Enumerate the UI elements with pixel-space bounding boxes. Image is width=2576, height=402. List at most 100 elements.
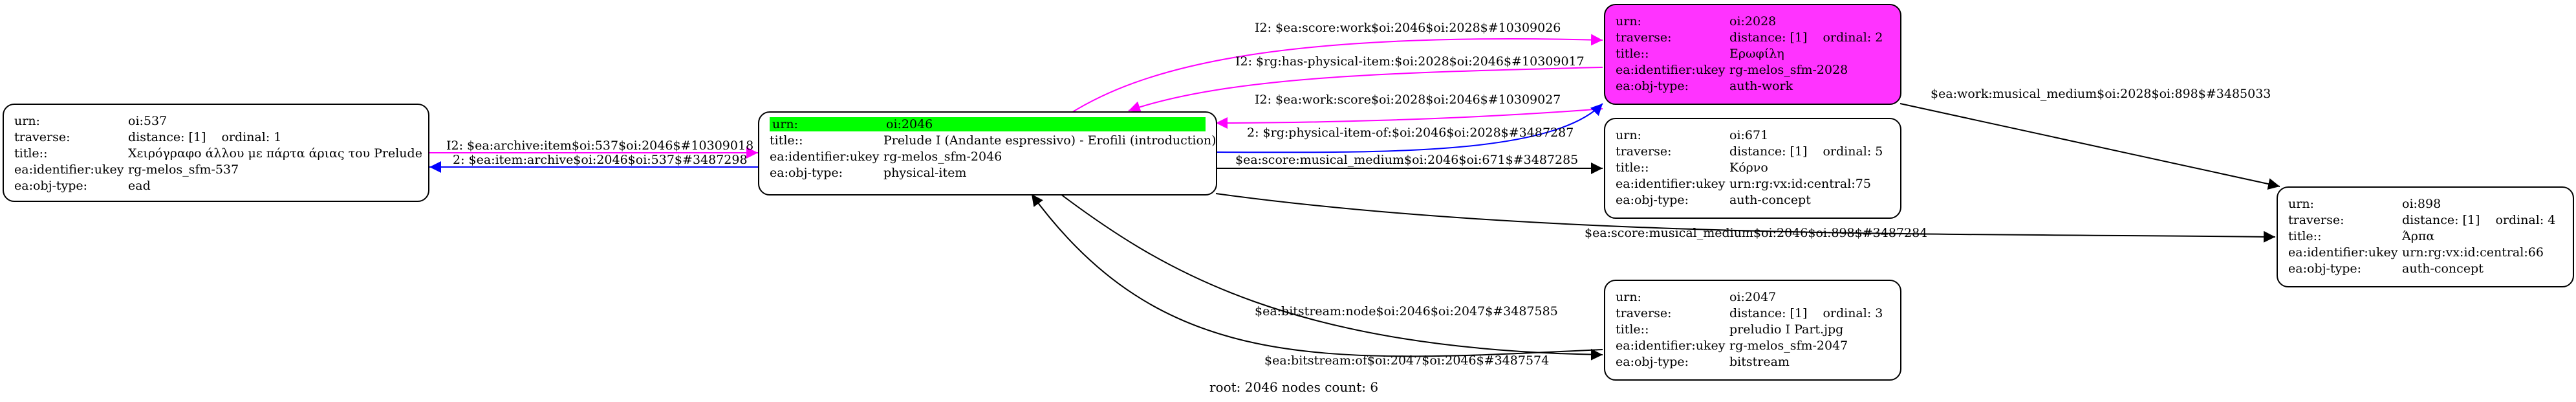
node-row-urn: urn:oi:898 (2288, 195, 2562, 212)
field-value: urn:rg:vx:id:central:75 (1729, 176, 1871, 191)
field-key: title:: (770, 133, 803, 148)
node-row-traverse: traverse: distance: [1] ordinal: 2 (1616, 29, 1890, 45)
field-value: Χειρόγραφο άλλου με πάρτα άριας του Prel… (128, 146, 422, 161)
node-row-type: ea:obj-type: auth-concept (1616, 192, 1890, 208)
field-key: urn: (2288, 196, 2314, 211)
field-key: ea:identifier:ukey (14, 162, 124, 177)
field-value: auth-concept (1729, 192, 1811, 207)
field-ordinal: ordinal: 2 (1823, 30, 1883, 45)
field-key: ea:identifier:ukey (1616, 62, 1726, 77)
node-row-title: title::Άρπα (2288, 228, 2562, 244)
node-2047[interactable]: urn: oi:2047 traverse: distance: [1] ordina… (1604, 280, 1901, 381)
node-2046-root[interactable]: urn:oi:2046 title::Prelude I (Andante es… (758, 111, 1217, 195)
field-key: ea:obj-type: (1616, 78, 1689, 93)
field-key: ea:identifier:ukey (2288, 245, 2398, 260)
node-row-title: title::preludio I Part.jpg (1616, 321, 1890, 337)
node-671[interactable]: urn: oi:671 traverse:distance: [1]ordinal… (1604, 118, 1901, 219)
node-row-urn: urn:oi:537 (14, 113, 418, 129)
field-value: oi:671 (1729, 128, 1769, 142)
field-key: traverse: (2288, 212, 2344, 227)
node-898[interactable]: urn:oi:898 traverse:distance: [1]ordinal… (2277, 186, 2574, 287)
edge-label-physical-item-of: 2: $rg:physical-item-of:$oi:2046$oi:2028… (1247, 126, 1574, 140)
field-value: rg-melos_sfm-2028 (1729, 62, 1848, 77)
field-ordinal: ordinal: 5 (1823, 144, 1883, 159)
field-value: rg-melos_sfm-2047 (1729, 338, 1848, 353)
edge-label-score-work: I2: $ea:score:work$oi:2046$oi:2028$#1030… (1255, 21, 1561, 35)
field-key: urn: (770, 117, 883, 131)
field-value: preludio I Part.jpg (1729, 322, 1844, 337)
node-row-urn: urn: oi:671 (1616, 127, 1890, 143)
field-value: distance: [1] (1729, 306, 1808, 320)
node-row-traverse: traverse: distance: [1] ordinal: 3 (1616, 305, 1890, 321)
field-key: traverse: (1616, 306, 1672, 320)
edge-physical-item-of (1215, 103, 1603, 153)
field-key: title:: (2288, 229, 2322, 243)
field-value: rg-melos_sfm-537 (128, 162, 239, 177)
node-2028[interactable]: urn: oi:2028 traverse: distance: [1] ordina… (1604, 4, 1901, 105)
edge-label-work-musical-medium: $ea:work:musical_medium$oi:2028$oi:898$#… (1931, 87, 2271, 101)
edge-label-work-score: I2: $ea:work:score$oi:2028$oi:2046$#1030… (1255, 93, 1561, 107)
field-key: urn: (14, 113, 40, 128)
field-key: urn: (1616, 128, 1641, 142)
field-value: distance: [1] (1729, 30, 1808, 45)
edge-label-bitstream-of: $ea:bitstream:of$oi:2047$oi:2046$#348757… (1264, 353, 1550, 368)
edge-label-archive-item: I2: $ea:archive:item$oi:537$oi:2046$#103… (446, 139, 754, 153)
edge-musical-medium-898 (1215, 193, 2276, 243)
field-value: oi:2046 (883, 117, 1206, 131)
field-value: rg-melos_sfm-2046 (883, 149, 1002, 164)
node-row-type: ea:obj-type: auth-work (1616, 78, 1890, 94)
edge-label-musical-medium-898: $ea:score:musical_medium$oi:2046$oi:898$… (1585, 226, 1928, 240)
field-key: ea:obj-type: (14, 178, 88, 193)
edge-label-has-physical-item: I2: $rg:has-physical-item:$oi:2028$oi:20… (1235, 54, 1585, 69)
field-key: title:: (1616, 322, 1649, 337)
node-row-type: ea:obj-type: ead (14, 177, 418, 194)
field-key: title:: (1616, 46, 1649, 61)
field-key: ea:identifier:ukey (1616, 338, 1726, 353)
node-row-ukey: ea:identifier:ukey rg-melos_sfm-537 (14, 161, 418, 177)
field-key: ea:obj-type: (1616, 192, 1689, 207)
field-value: oi:2047 (1729, 289, 1777, 304)
field-key: traverse: (1616, 144, 1672, 159)
edge-work-score (1215, 108, 1603, 129)
graph-footer: root: 2046 nodes count: 6 (1209, 379, 1379, 395)
field-key: urn: (1616, 289, 1641, 304)
field-key: ea:obj-type: (2288, 261, 2362, 276)
field-key: ea:obj-type: (770, 165, 843, 180)
edge-label-bitstream-node: $ea:bitstream:node$oi:2046$oi:2047$#3487… (1255, 304, 1558, 318)
field-key: ea:identifier:ukey (770, 149, 880, 164)
field-value: ead (128, 178, 151, 193)
field-value: distance: [1] (2402, 212, 2480, 227)
field-value: auth-work (1729, 78, 1793, 93)
node-row-traverse: traverse:distance: [1]ordinal: 5 (1616, 143, 1890, 159)
node-537[interactable]: urn:oi:537 traverse: distance: [1] ordinal… (3, 104, 429, 202)
edge-label-item-archive: 2: $ea:item:archive$oi:2046$oi:537$#3487… (453, 153, 748, 167)
node-row-title: title::Ερωφίλη (1616, 45, 1890, 61)
node-row-title: title::Κόρνο (1616, 159, 1890, 175)
node-row-urn: urn:oi:2046 (770, 116, 1206, 132)
node-row-urn: urn: oi:2028 (1616, 13, 1890, 29)
field-value: physical-item (883, 165, 967, 180)
field-key: urn: (1616, 14, 1641, 28)
field-ordinal: ordinal: 1 (221, 129, 282, 144)
field-value: bitstream (1729, 354, 1790, 369)
field-key: traverse: (1616, 30, 1672, 45)
edge-label-musical-medium-671: $ea:score:musical_medium$oi:2046$oi:671$… (1235, 153, 1579, 167)
field-value: Prelude I (Andante espressivo) - Erofili… (883, 133, 1217, 148)
field-ordinal: ordinal: 3 (1823, 306, 1883, 320)
field-value: distance: [1] (128, 129, 206, 144)
field-value: Κόρνο (1729, 160, 1768, 175)
node-row-urn: urn: oi:2047 (1616, 289, 1890, 305)
edge-work-musical-medium (1900, 103, 2280, 190)
field-key: title:: (1616, 160, 1649, 175)
field-value: Άρπα (2402, 229, 2435, 243)
node-row-traverse: traverse: distance: [1] ordinal: 1 (14, 129, 418, 145)
edge-bitstream-node (1060, 194, 1603, 361)
field-value: oi:2028 (1729, 14, 1777, 28)
field-key: traverse: (14, 129, 70, 144)
